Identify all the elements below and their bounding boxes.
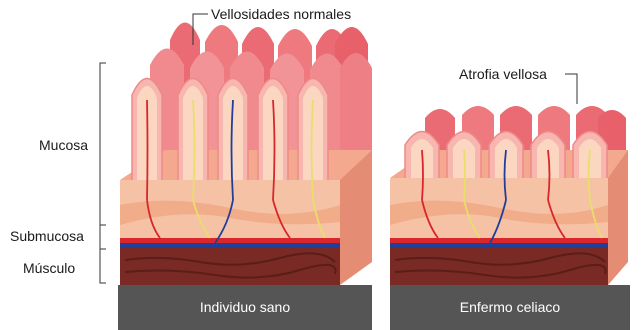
atrophy-label: Atrofia vellosa: [459, 66, 547, 82]
healthy-vein-band: [120, 243, 340, 248]
submucosa-label: Submucosa: [10, 228, 84, 244]
celiac-vein-band: [390, 243, 608, 248]
healthy-artery-band: [120, 238, 340, 243]
muscle-bracket: [100, 249, 106, 283]
healthy-intestine-block: [118, 23, 372, 330]
muscle-label: Músculo: [23, 260, 75, 276]
normal-villi-label: Vellosidades normales: [211, 6, 351, 22]
celiac-intestine-block: [390, 106, 630, 330]
celiac-caption: Enfermo celiaco: [390, 299, 630, 315]
mucosa-bracket: [100, 63, 106, 225]
celiac-artery-band: [390, 238, 608, 243]
submucosa-bracket: [100, 225, 106, 249]
healthy-caption: Individuo sano: [118, 299, 372, 315]
mucosa-label: Mucosa: [39, 137, 88, 153]
atrophy-leader-line: [565, 74, 577, 104]
